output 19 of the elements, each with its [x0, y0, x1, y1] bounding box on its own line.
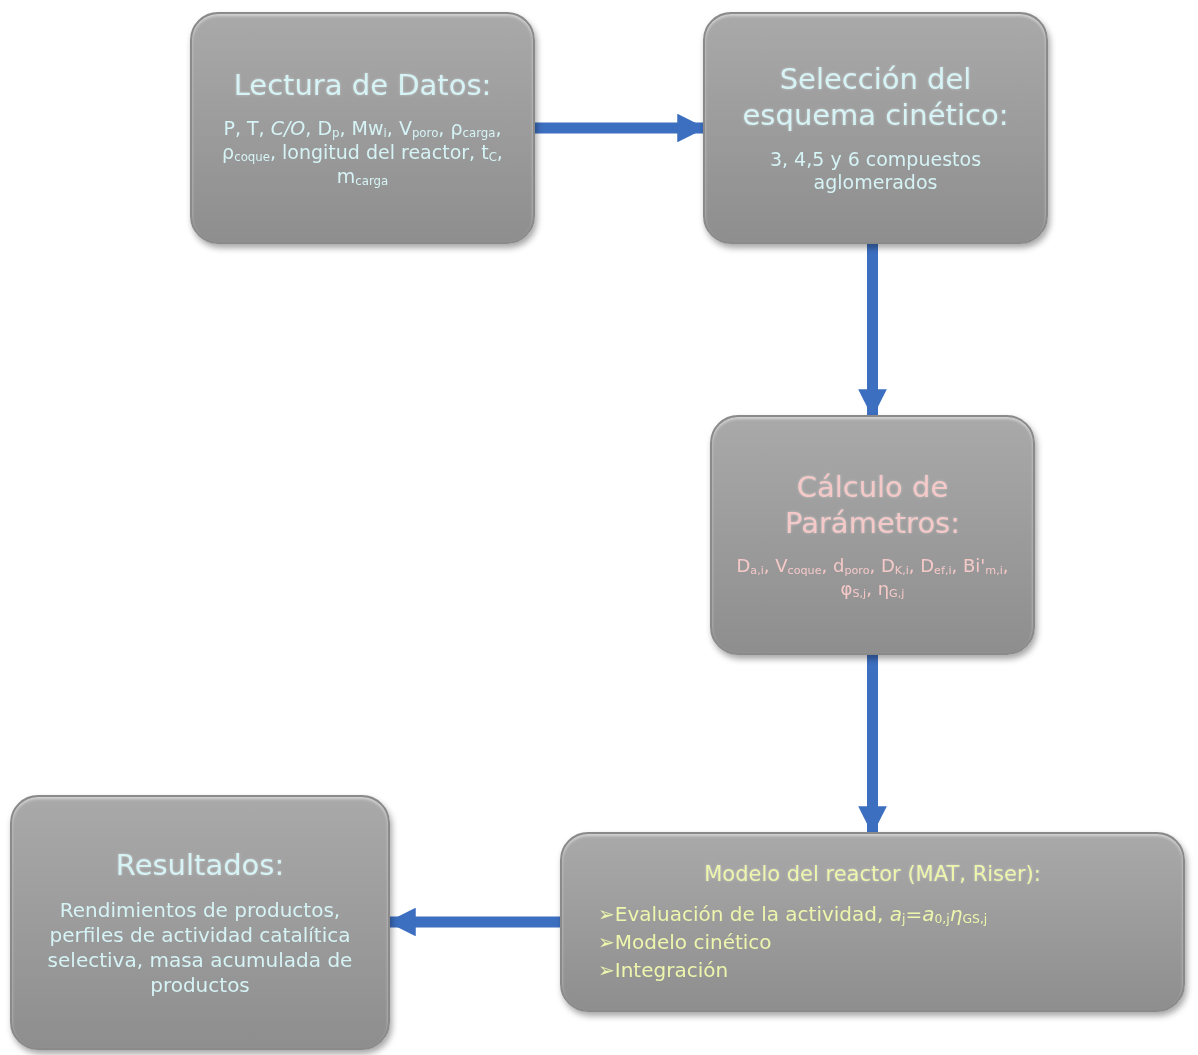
arrow: [858, 244, 887, 418]
list-item: ➢Modelo cinético: [598, 929, 773, 956]
process-box: [560, 832, 1185, 1012]
process-box: [10, 795, 390, 1050]
box-heading: Modelo del reactor (MAT, Riser):: [704, 860, 1041, 887]
process-box: [703, 12, 1048, 244]
box-text: Rendimientos de productos, perfiles de actividad catalítica selectiva, masa acumulada de productos: [46, 897, 354, 998]
box-text: D$_{a,i}$, V$_{coque}$, d$_{poro}$, D$_{K,i}$, D$_{ef,i}$, Bi'$_{m,i}$, φ$_{S,j}$, η$_{G,j}$: [735, 555, 1010, 602]
box-heading: Selección del esquema cinético:: [741, 61, 1010, 134]
box-heading: Cálculo de Parámetros:: [784, 468, 961, 542]
box-heading: Lectura de Datos:: [233, 66, 492, 104]
arrow: [858, 655, 887, 835]
process-box: [710, 415, 1035, 655]
list-item: ➢Integración: [598, 957, 730, 984]
list-item: ➢Evaluación de la actividad, a$_{j}$=a$_{0,j}$η$_{GS,j}$: [598, 900, 988, 928]
box-heading: Resultados:: [115, 847, 285, 884]
process-box: [190, 12, 535, 244]
box-text: 3, 4,5 y 6 compuestos aglomerados: [768, 147, 983, 195]
box-text: P, T, C/O, D$_{p}$, Mw$_{i}$, V$_{poro}$, ρ$_{carga}$, ρ$_{coque}$, longitud del reactor, t$_{C}$, m$_{carga}$: [221, 117, 504, 190]
